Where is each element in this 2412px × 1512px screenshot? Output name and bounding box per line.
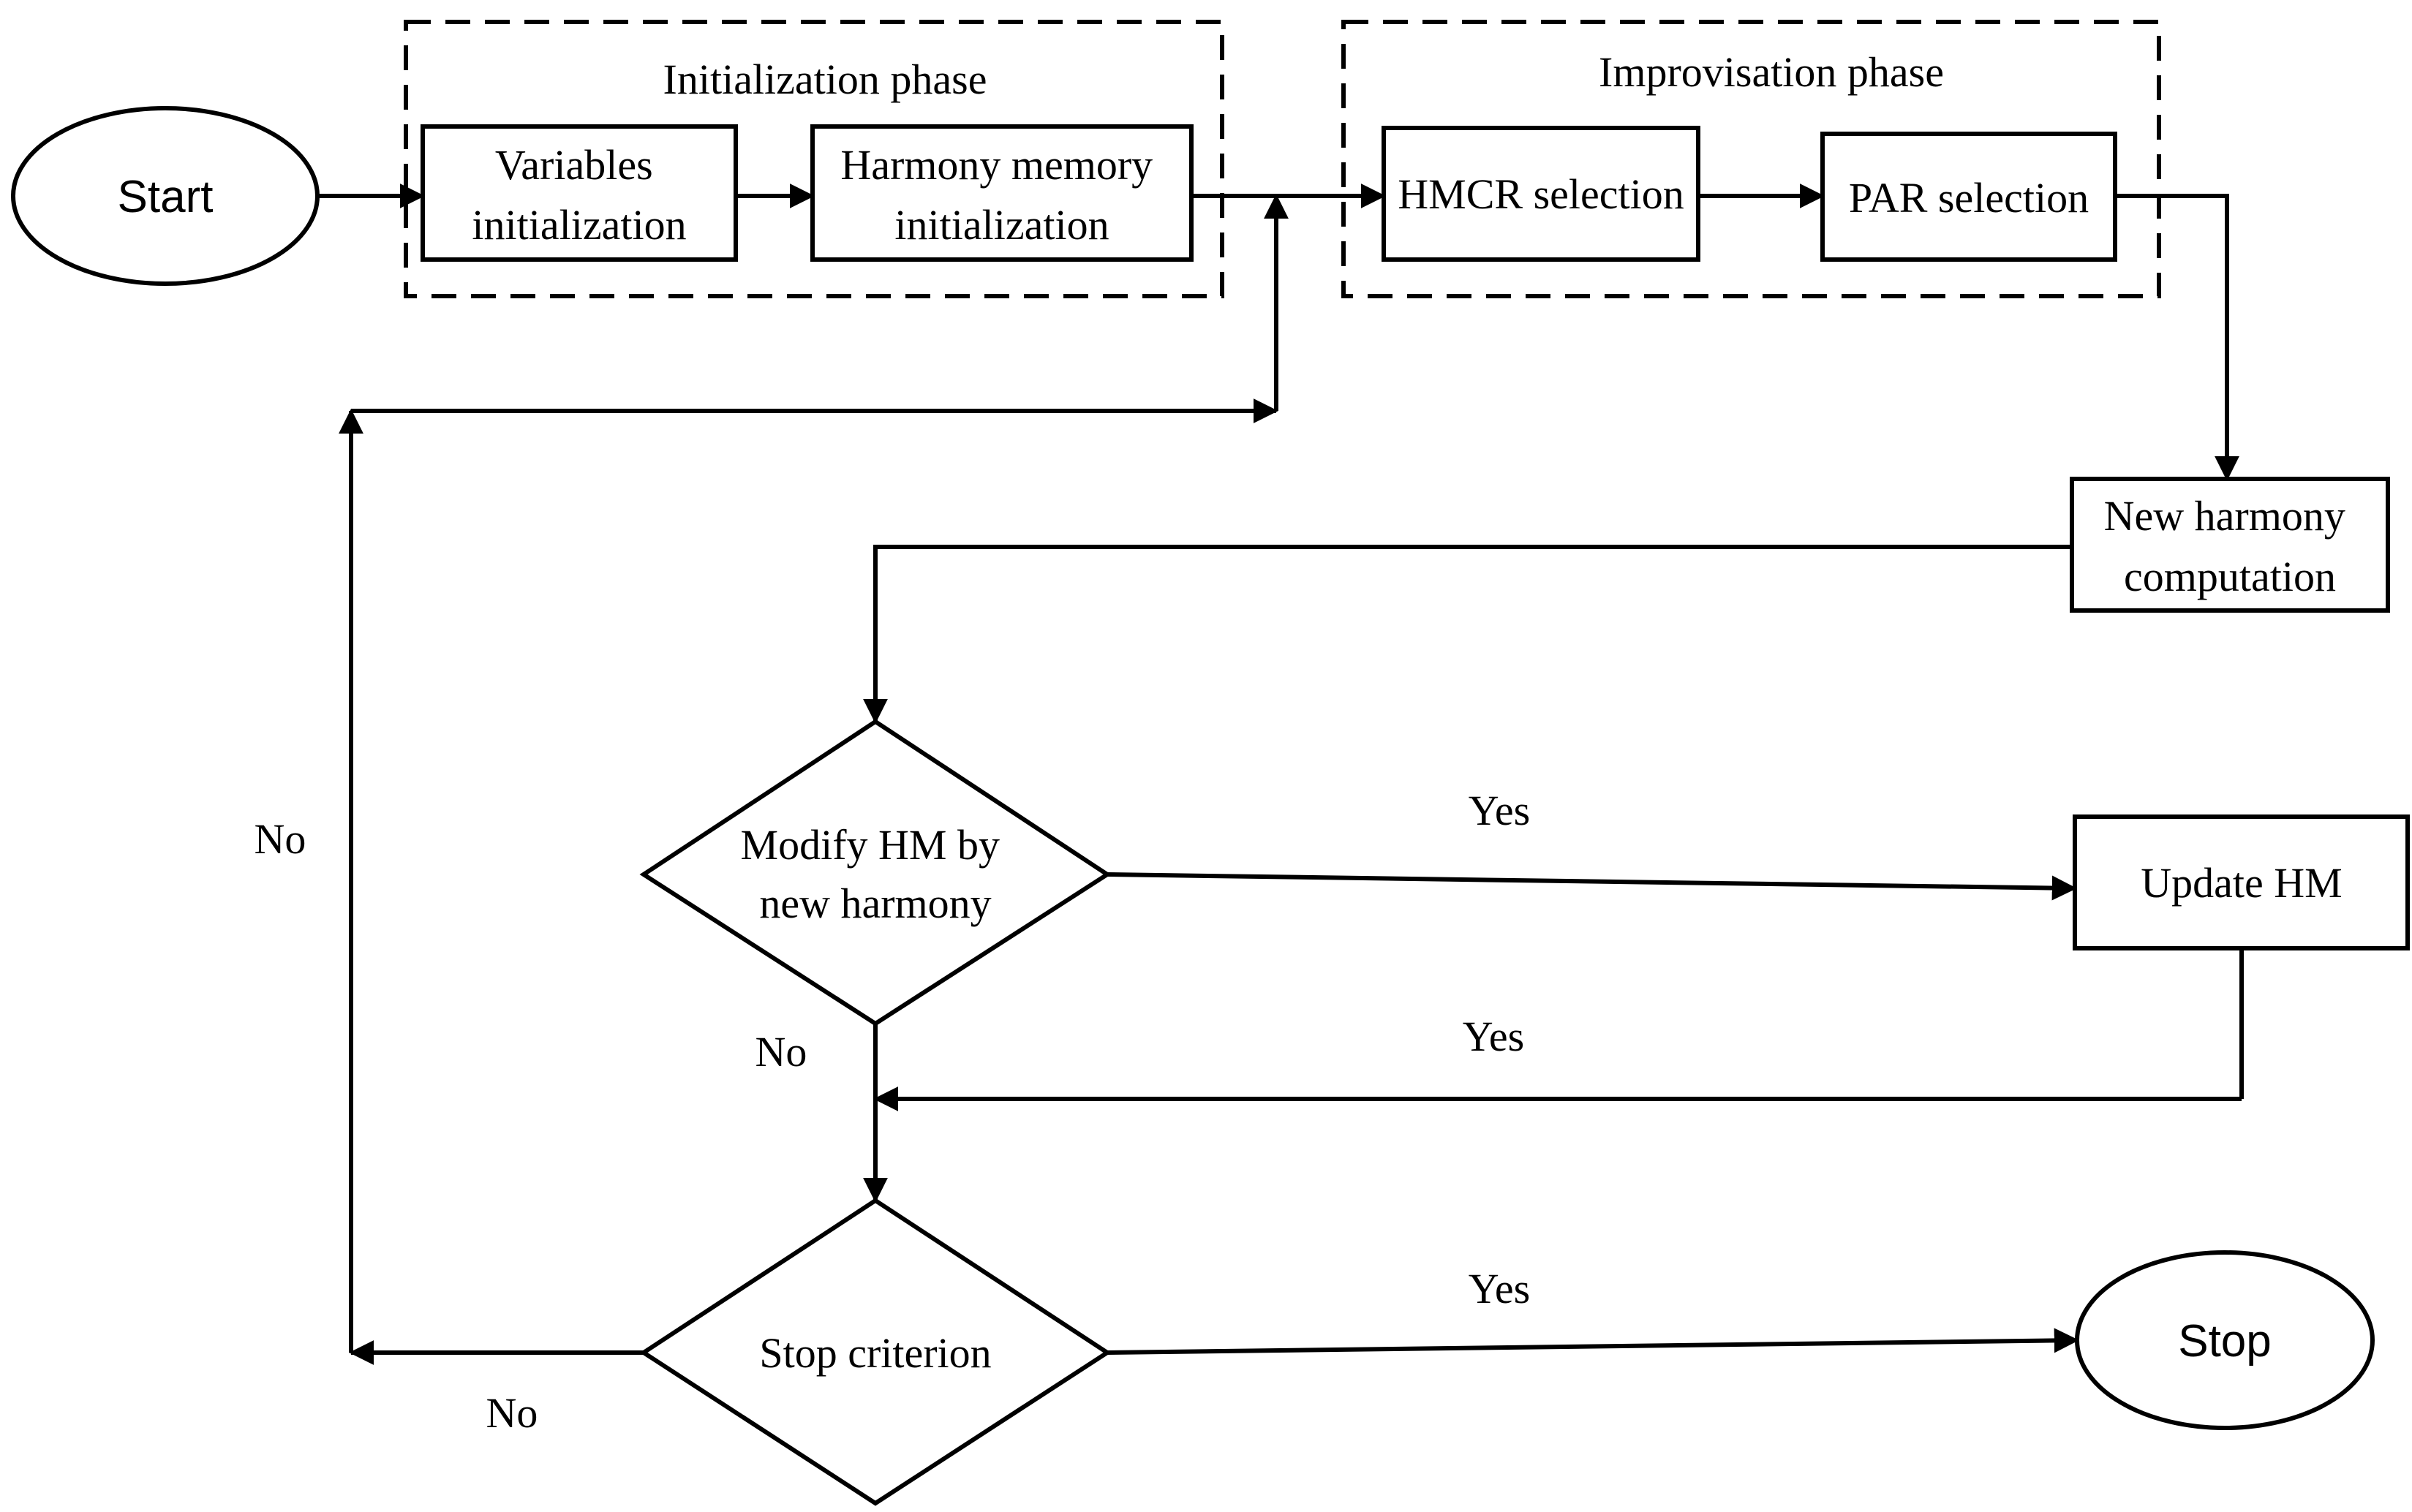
arrow-modify-hm-yes-to-update-hm: [1107, 872, 2077, 901]
modify-hm-no-label: No: [755, 1028, 807, 1076]
arrow-new-harmony-to-modify-hm: [863, 545, 2072, 724]
hmcr-selection-label: HMCR selection: [1398, 170, 1684, 218]
modify-hm-label: Modify HM by new harmony: [741, 821, 1011, 927]
arrow-par-to-new-harmony: [2115, 194, 2239, 481]
harmony-memory-initialization-line-1: Harmony memory: [840, 141, 1153, 189]
modify-hm-line-2: new harmony: [759, 880, 991, 927]
modify-hm-decision: [639, 719, 1112, 1027]
new-harmony-computation-line-1: New harmony: [2104, 492, 2345, 540]
update-hm-yes-label: Yes: [1463, 1013, 1524, 1060]
stop-criterion-label: Stop criterion: [759, 1329, 991, 1377]
update-hm-label: Update HM: [2141, 859, 2342, 907]
initialization-phase-box: [404, 20, 1224, 298]
stop-criterion-yes-label: Yes: [1469, 1265, 1530, 1312]
par-selection-box: [1820, 132, 2117, 262]
stop-criterion-no-label: No: [486, 1389, 538, 1437]
improvisation-phase-box: [1341, 20, 2161, 298]
harmony-memory-initialization-line-2: initialization: [894, 201, 1109, 249]
variables-initialization-box: [421, 124, 738, 262]
variables-initialization-line-1: Variables: [495, 141, 653, 189]
stop-label: Stop: [2178, 1316, 2272, 1367]
update-hm-box: [2073, 814, 2410, 950]
harmony-memory-initialization-label: Harmony memory initialization: [840, 141, 1163, 249]
loop-no-label: No: [255, 815, 306, 863]
par-selection-label: PAR selection: [1849, 174, 2089, 222]
harmony-memory-initialization-box: [810, 124, 1194, 262]
new-harmony-computation-box: [2070, 477, 2390, 613]
modify-hm-yes-label: Yes: [1469, 787, 1530, 834]
new-harmony-computation-label: New harmony computation: [2104, 492, 2356, 600]
hmcr-selection-box: [1382, 126, 1700, 262]
stop-criterion-decision: [639, 1198, 1112, 1506]
start-label: Start: [118, 172, 214, 222]
variables-initialization-line-2: initialization: [472, 201, 686, 249]
modify-hm-line-1: Modify HM by: [741, 821, 1000, 869]
variables-initialization-label: Variables initialization: [472, 141, 686, 249]
initialization-phase-label: Initialization phase: [663, 56, 987, 103]
new-harmony-computation-line-2: computation: [2124, 553, 2336, 600]
arrow-stop-criterion-yes-to-stop: [1107, 1328, 2079, 1355]
improvisation-phase-label: Improvisation phase: [1599, 48, 1944, 96]
